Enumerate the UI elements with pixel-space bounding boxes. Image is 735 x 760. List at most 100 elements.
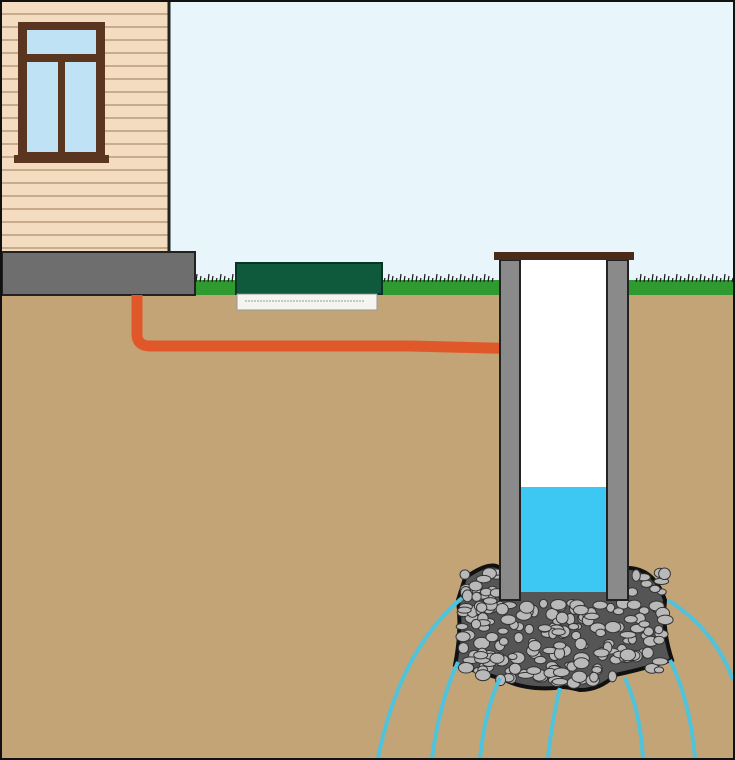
gravel-stone: [526, 666, 542, 675]
grass-blade: [439, 275, 442, 283]
grass-blade: [427, 275, 430, 283]
gravel-stone: [498, 637, 509, 646]
gravel-stone: [631, 569, 641, 582]
well-wall-left: [499, 259, 521, 601]
gravel-stone: [471, 591, 482, 602]
gravel-stone: [592, 600, 608, 610]
gravel-stone: [619, 648, 637, 662]
grass-blade: [699, 273, 702, 283]
gravel-stone: [623, 615, 638, 624]
gravel-stone: [626, 599, 642, 610]
gravel-stone: [550, 598, 567, 611]
grass-blade: [683, 277, 686, 283]
gravel-stone: [619, 630, 637, 639]
gravel-stone: [653, 666, 665, 674]
grass-blade: [203, 277, 206, 283]
gravel-stone: [573, 657, 590, 670]
gravel-stone: [495, 602, 509, 616]
gravel-stone: [474, 669, 491, 682]
gravel-stone: [513, 631, 524, 644]
gravel-stone: [653, 635, 665, 645]
grass-blade: [223, 275, 226, 283]
grass-blade: [215, 277, 218, 283]
window-sill: [14, 155, 109, 163]
grass-blade: [451, 275, 454, 283]
grass-blade: [431, 277, 434, 283]
gravel-stone: [470, 618, 482, 630]
gravel-stone: [589, 671, 599, 683]
grass-blade: [471, 273, 474, 283]
grass-blade: [663, 273, 666, 283]
gravel-stone: [607, 670, 618, 683]
grass-blade: [423, 273, 426, 283]
grass-blade: [651, 273, 654, 283]
gravel-stone: [656, 614, 674, 626]
grass-blade: [487, 275, 490, 283]
gravel-stone: [584, 612, 600, 621]
gravel-stone: [527, 639, 542, 652]
grass-blade: [447, 273, 450, 283]
grass-blade: [211, 275, 214, 283]
grass-blade: [399, 273, 402, 283]
grass-blade: [635, 277, 638, 283]
drain-pipe: [131, 295, 529, 355]
grass-blade: [383, 277, 386, 283]
gravel-stone: [455, 623, 469, 631]
gravel-stone: [593, 648, 610, 658]
grass-blade: [415, 275, 418, 283]
grass-blade: [687, 273, 690, 283]
grass-blade: [207, 273, 210, 283]
grass-blade: [675, 273, 678, 283]
window-pane-right: [65, 62, 96, 152]
well-wall-right: [606, 259, 629, 601]
gravel-stone: [468, 580, 483, 592]
grass-blade: [479, 277, 482, 283]
grass-blade: [491, 277, 494, 283]
gravel-stone: [534, 655, 547, 665]
gravel-stone: [500, 614, 517, 625]
seepage-line: [546, 687, 562, 759]
seepage-line: [376, 596, 464, 759]
gravel-stone: [658, 567, 671, 581]
gravel-stone: [482, 597, 498, 605]
seepage-line: [666, 598, 735, 681]
gravel-stone: [551, 677, 569, 686]
grass-blade: [703, 275, 706, 283]
gravel-stone: [459, 569, 471, 580]
gravel-stone: [571, 630, 582, 641]
gravel-stone: [595, 628, 607, 638]
seepage-lines: [376, 596, 735, 759]
gravel-stone: [654, 624, 664, 635]
gravel-stone: [457, 606, 472, 614]
gravel-stone: [473, 651, 489, 660]
well-cap: [494, 252, 634, 260]
grass-blade: [483, 273, 486, 283]
grass-blade: [679, 275, 682, 283]
grass-blade: [219, 273, 222, 283]
grass-blade: [695, 277, 698, 283]
grass-blade: [719, 277, 722, 283]
grass-blade: [655, 275, 658, 283]
grass-blade: [715, 275, 718, 283]
gravel-stone: [553, 641, 567, 650]
grass-blades: [195, 273, 734, 283]
gravel-stone: [524, 623, 535, 635]
grass-blade: [723, 273, 726, 283]
grass-blade: [711, 273, 714, 283]
gravel-stone: [641, 646, 654, 659]
grass-blade: [391, 275, 394, 283]
gravel-stones: [455, 567, 674, 689]
window-pane-left: [27, 62, 58, 152]
gravel-stone: [605, 602, 616, 613]
grass-blade: [199, 275, 202, 283]
gravel-stone: [572, 604, 589, 616]
gravel-stone: [552, 667, 570, 678]
gravel-stone: [638, 620, 651, 628]
gravel-stone: [551, 628, 566, 636]
gravel-stone: [604, 620, 622, 634]
grass-blade: [647, 277, 650, 283]
house-foundation: [1, 251, 196, 296]
gravel-stone: [555, 611, 569, 625]
gravel-stone: [475, 574, 492, 584]
